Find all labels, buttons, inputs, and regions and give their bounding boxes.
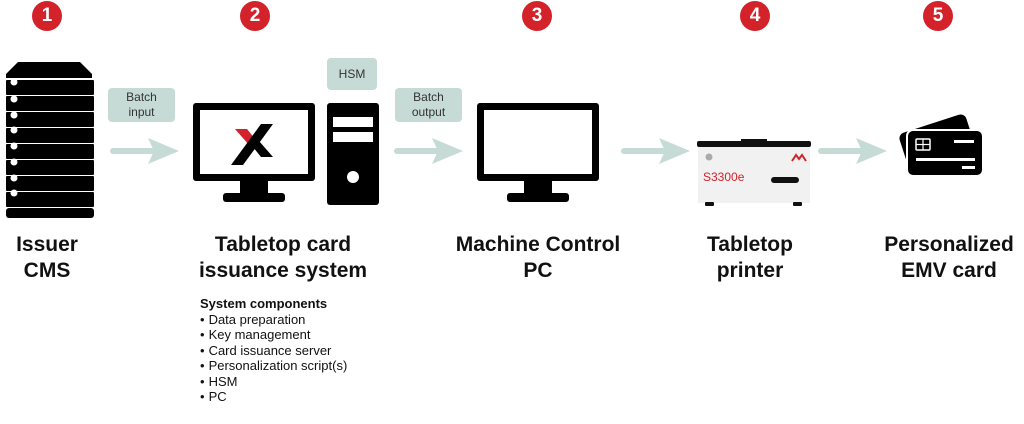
step-label-machine-control-pc: Machine Control PC [455, 233, 621, 282]
list-item: Key management [200, 327, 347, 343]
batch-input-tag: Batch input [108, 88, 175, 122]
system-components: System components Data preparation Key m… [200, 296, 347, 405]
step-badge-5: 5 [923, 1, 953, 31]
monitor-icon [477, 103, 599, 202]
arrow-icon [394, 138, 463, 164]
server-icon [6, 62, 94, 218]
tower-pc-icon [327, 103, 379, 205]
list-item: PC [200, 389, 347, 405]
batch-output-tag: Batch output [395, 88, 462, 122]
x-logo-black [231, 124, 273, 165]
step-badge-4: 4 [740, 1, 770, 31]
list-item: Data preparation [200, 312, 347, 328]
step-label-issuance-system: Tabletop card issuance system [198, 233, 368, 282]
step-label-emv-card: Personalized EMV card [884, 233, 1014, 282]
list-item: Personalization script(s) [200, 358, 348, 374]
printer-model-label: S3300e [703, 170, 745, 184]
arrow-icon [110, 138, 179, 164]
arrow-icon [818, 138, 887, 164]
printer-icon: S3300e [697, 139, 811, 206]
step-label-tabletop-printer: Tabletop printer [707, 233, 793, 282]
step-badge-1: 1 [32, 1, 62, 31]
system-components-list: Data preparation Key management Card iss… [200, 312, 348, 405]
step-badge-3: 3 [522, 1, 552, 31]
hsm-tag: HSM [327, 58, 377, 90]
system-components-title: System components [200, 296, 328, 311]
step-label-issuer-cms: Issuer CMS [16, 233, 78, 282]
step-badge-2: 2 [240, 1, 270, 31]
arrow-icon [621, 138, 690, 164]
list-item: HSM [200, 374, 347, 390]
monitor-icon [193, 103, 315, 202]
emv-card-icon [899, 114, 984, 177]
list-item: Card issuance server [200, 343, 347, 359]
